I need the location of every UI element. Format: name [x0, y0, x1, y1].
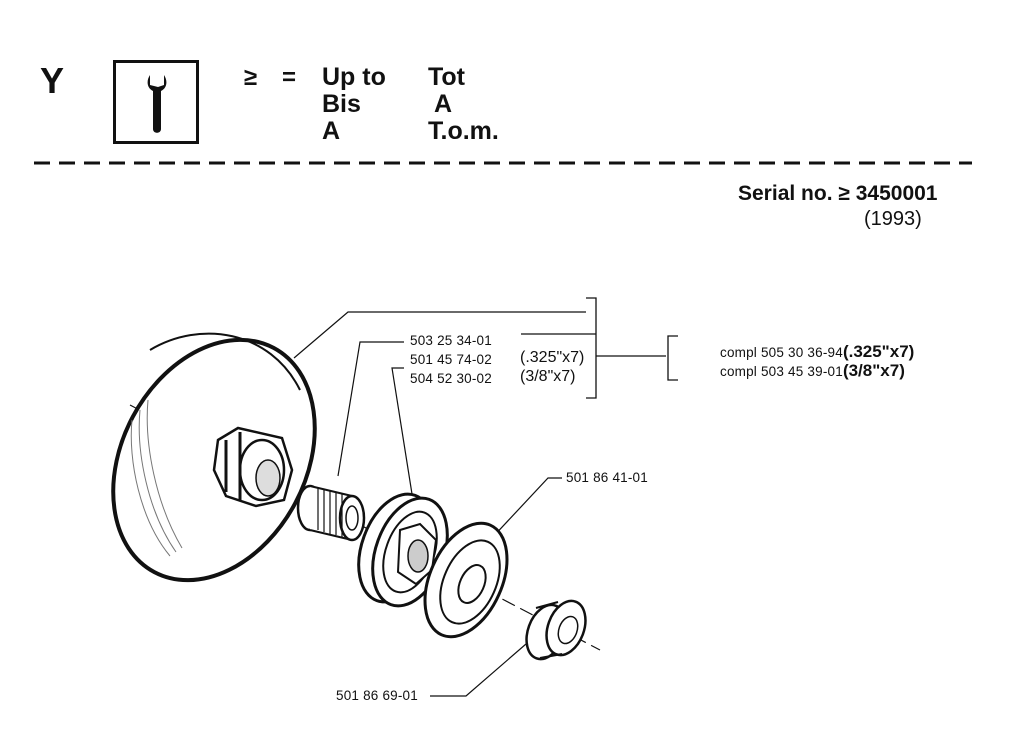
legend-tot: Tot	[428, 63, 466, 91]
compl-2-number: compl 503 45 39-01	[720, 364, 843, 379]
rim-sprocket	[357, 492, 449, 608]
washer	[423, 521, 509, 639]
legend-bis: Bis	[322, 90, 361, 118]
compl-505-30-36-94: compl 505 30 36-94(.325"x7)	[720, 342, 914, 362]
geq-symbol: ≥	[244, 64, 258, 91]
needle-bearing	[296, 484, 366, 542]
compl-503-45-39-01: compl 503 45 39-01(3/8"x7)	[720, 361, 905, 381]
bracket-compl	[667, 335, 678, 381]
part-501-45-74-02: 501 45 74-02	[410, 352, 492, 367]
bracket-parts	[586, 297, 597, 399]
part-504-52-30-02: 504 52 30-02	[410, 371, 492, 386]
part-501-86-69-01: 501 86 69-01	[336, 688, 418, 703]
nut	[525, 599, 587, 661]
eq-symbol: =	[282, 64, 297, 91]
compl-2-dim: (3/8"x7)	[842, 361, 905, 380]
leader-sprocket	[391, 367, 413, 495]
serial-label: Serial no. ≥ 3450001	[738, 182, 938, 205]
wrench-icon	[147, 75, 167, 133]
leader-bearing	[337, 341, 404, 477]
section-letter: Y	[40, 60, 65, 101]
legend-col-2: Tot A T.o.m.	[428, 64, 499, 145]
leader-nut	[430, 643, 527, 697]
leader-drum	[293, 311, 586, 359]
clutch-drum	[111, 332, 317, 583]
compl-1-dim: (.325"x7)	[842, 342, 915, 361]
tool-box	[113, 60, 199, 144]
part-501-86-41-01: 501 86 41-01	[566, 470, 648, 485]
part-503-25-34-01: 503 25 34-01	[410, 333, 492, 348]
legend-tom: T.o.m.	[428, 117, 499, 145]
part-504-52-30-02-dim: (3/8"x7)	[520, 368, 576, 385]
compl-1-number: compl 505 30 36-94	[720, 345, 843, 360]
serial-year: (1993)	[864, 208, 922, 230]
legend-upto: Up to	[322, 63, 386, 91]
legend-col-1: Up to Bis A	[322, 64, 386, 145]
leader-washer	[489, 477, 562, 541]
legend-a: A	[322, 117, 341, 145]
part-501-45-74-02-dim: (.325"x7)	[520, 349, 585, 366]
legend-a2: A	[434, 90, 453, 118]
